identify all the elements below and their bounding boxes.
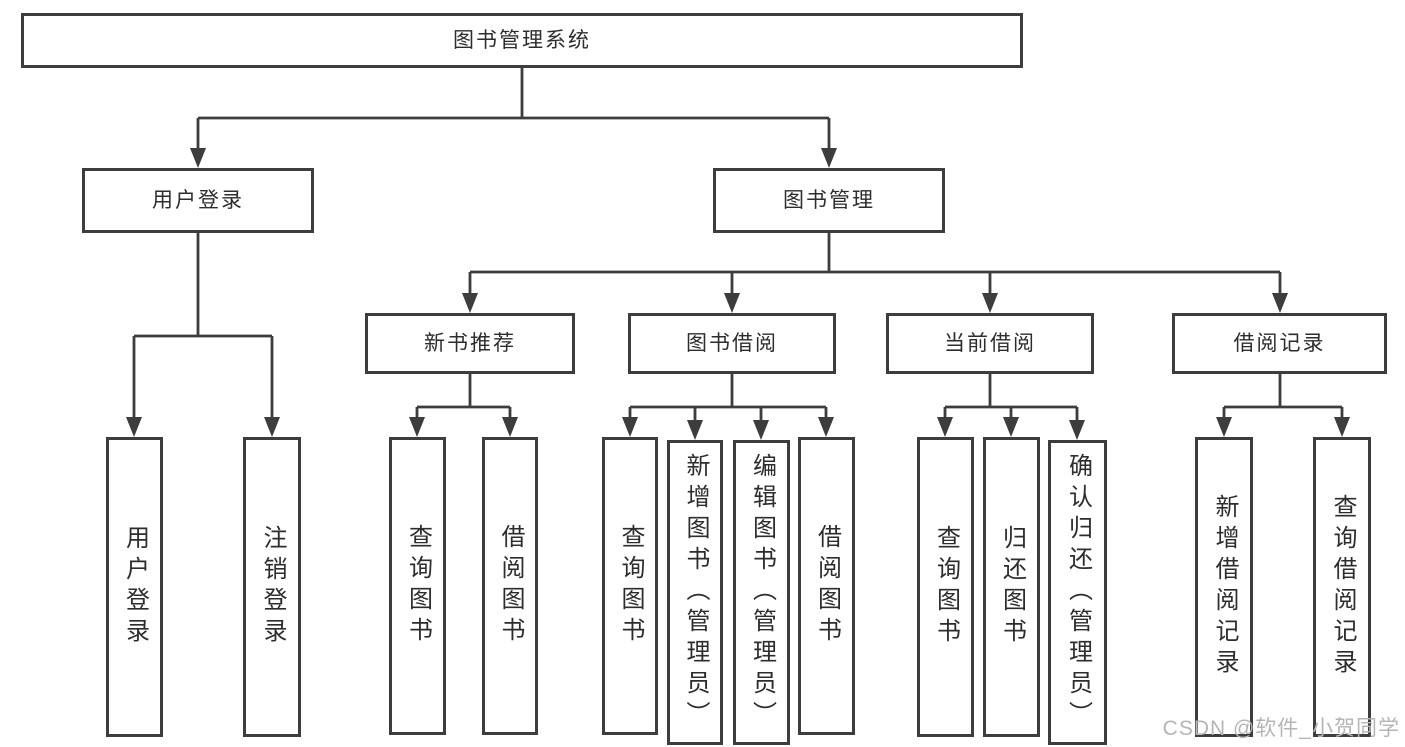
leaf-bb-query: 查询图书 [602, 437, 658, 735]
leaf-nbr-borrow: 借阅图书 [482, 437, 538, 735]
connector-current-borrow [943, 374, 1079, 423]
arrow-icon [462, 293, 478, 313]
leaf-nbr-query-label: 查询图书 [404, 524, 432, 648]
connector-book-mgmt [468, 233, 1282, 296]
connector-user-login [132, 233, 274, 420]
arrow-icon [264, 417, 280, 437]
leaf-bb-add-label: 新增图书（管理员） [682, 453, 709, 732]
node-current-borrow-label: 当前借阅 [944, 332, 1036, 355]
leaf-cb-confirm-label: 确认归还（管理员） [1064, 453, 1092, 732]
node-user-login: 用户登录 [82, 168, 314, 233]
arrow-icon [724, 293, 740, 313]
connector-book-borrow [628, 374, 828, 423]
node-user-login-label: 用户登录 [152, 189, 244, 212]
leaf-cb-query: 查询图书 [917, 437, 974, 737]
arrow-icon [937, 417, 953, 437]
leaf-bb-edit: 编辑图书（管理员） [733, 440, 790, 745]
node-book-mgmt: 图书管理 [713, 168, 945, 233]
leaf-nbr-query: 查询图书 [389, 437, 446, 735]
leaf-bb-add: 新增图书（管理员） [667, 440, 723, 745]
leaf-cb-confirm: 确认归还（管理员） [1048, 440, 1107, 745]
node-book-borrow-label: 图书借阅 [686, 332, 778, 355]
leaf-bb-edit-label: 编辑图书（管理员） [748, 453, 776, 732]
arrow-icon [1069, 420, 1085, 440]
watermark: CSDN @软件_小贺同学 [1162, 717, 1400, 740]
node-root: 图书管理系统 [21, 13, 1023, 68]
leaf-user-login: 用户登录 [106, 437, 163, 737]
arrow-icon [622, 417, 638, 437]
node-book-mgmt-label: 图书管理 [783, 189, 875, 212]
arrow-icon [818, 417, 834, 437]
leaf-bb-borrow: 借阅图书 [798, 437, 855, 735]
arrow-icon [1334, 417, 1350, 437]
node-borrow-records-label: 借阅记录 [1233, 332, 1326, 355]
leaf-bb-borrow-label: 借阅图书 [813, 524, 841, 648]
leaf-logout-label: 注销登录 [259, 525, 286, 649]
arrow-icon [1272, 293, 1288, 313]
node-root-label: 图书管理系统 [453, 29, 591, 52]
node-new-book-rec: 新书推荐 [365, 313, 575, 374]
leaf-user-login-label: 用户登录 [121, 525, 149, 649]
arrow-icon [126, 417, 142, 437]
arrowheads [126, 148, 1350, 440]
leaf-cb-return: 归还图书 [983, 437, 1040, 737]
connector-root [196, 68, 831, 150]
arrow-icon [753, 420, 769, 440]
leaf-br-query: 查询借阅记录 [1313, 437, 1371, 737]
arrow-icon [821, 148, 837, 168]
node-new-book-rec-label: 新书推荐 [424, 332, 516, 355]
leaf-bb-query-label: 查询图书 [617, 524, 644, 648]
leaf-br-query-label: 查询借阅记录 [1329, 494, 1356, 680]
arrow-icon [1003, 417, 1019, 437]
connector-borrow-records [1222, 374, 1344, 420]
leaf-cb-query-label: 查询图书 [932, 525, 960, 649]
arrow-icon [190, 148, 206, 168]
arrow-icon [1216, 417, 1232, 437]
arrow-icon [409, 417, 425, 437]
node-book-borrow: 图书借阅 [628, 313, 836, 374]
arrow-icon [687, 420, 703, 440]
leaf-br-add: 新增借阅记录 [1195, 437, 1253, 737]
arrow-icon [502, 417, 518, 437]
leaf-logout: 注销登录 [243, 437, 301, 737]
leaf-br-add-label: 新增借阅记录 [1211, 494, 1238, 680]
arrow-icon [982, 293, 998, 313]
node-current-borrow: 当前借阅 [886, 313, 1094, 374]
leaf-nbr-borrow-label: 借阅图书 [497, 524, 524, 648]
leaf-cb-return-label: 归还图书 [998, 525, 1026, 649]
node-borrow-records: 借阅记录 [1172, 313, 1387, 374]
connector-new-book-rec [415, 374, 512, 420]
